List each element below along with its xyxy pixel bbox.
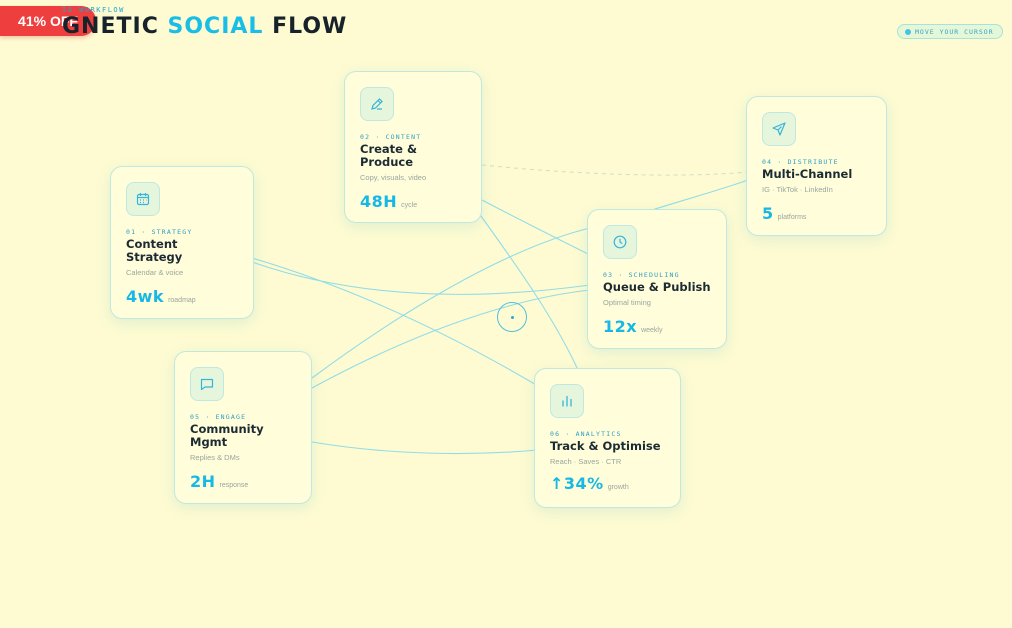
card-title: Track & Optimise <box>550 439 661 453</box>
card-subtitle: IG · TikTok · LinkedIn <box>762 185 833 194</box>
card-engage[interactable]: 05 · ENGAGE Community Mgmt Replies & DMs… <box>174 351 312 504</box>
metric-value: 5 <box>762 204 774 223</box>
page-title: GNETIC SOCIAL FLOW <box>62 14 347 39</box>
card-metric: 4wk roadmap <box>126 287 196 306</box>
card-step: 01 · STRATEGY <box>126 228 193 236</box>
card-step: 06 · ANALYTICS <box>550 430 622 438</box>
card-strategy[interactable]: 01 · STRATEGY Content Strategy Calendar … <box>110 166 254 319</box>
link-engage-scheduling <box>311 227 591 379</box>
metric-value: ↑34% <box>550 474 604 493</box>
metric-unit: roadmap <box>168 297 196 304</box>
card-metric: 2H response <box>190 472 248 491</box>
cursor-follower <box>497 302 527 332</box>
card-subtitle: Reach · Saves · CTR <box>550 457 622 466</box>
card-metric: ↑34% growth <box>550 474 629 493</box>
metric-value: 12x <box>603 317 638 336</box>
metric-unit: response <box>219 482 249 489</box>
title-part-2: FLOW <box>263 14 348 39</box>
title-accent: SOCIAL <box>167 14 264 39</box>
metric-value: 48H <box>360 192 398 211</box>
link-strategy-scheduling <box>251 261 591 295</box>
page-kicker: IA WORKFLOW <box>62 6 125 14</box>
metric-unit: growth <box>607 484 629 491</box>
card-step: 02 · CONTENT <box>360 133 422 141</box>
link-content-analytics <box>477 211 579 371</box>
card-step: 05 · ENGAGE <box>190 413 247 421</box>
metric-unit: cycle <box>401 202 418 209</box>
metric-value: 2H <box>190 472 216 491</box>
link-content-scheduling <box>481 199 591 256</box>
card-step: 04 · DISTRIBUTE <box>762 158 839 166</box>
metric-unit: platforms <box>777 214 807 221</box>
cursor-hint-label: MOVE YOUR CURSOR <box>915 27 994 36</box>
card-subtitle: Calendar & voice <box>126 268 184 277</box>
title-part-1: GNETIC <box>62 14 168 39</box>
card-analytics[interactable]: 06 · ANALYTICS Track & Optimise Reach · … <box>534 368 681 508</box>
cursor-dot <box>510 315 514 319</box>
card-subtitle: Copy, visuals, video <box>360 173 427 182</box>
metric-value: 4wk <box>126 287 165 306</box>
card-step: 03 · SCHEDULING <box>603 271 680 279</box>
card-title: Community Mgmt <box>190 422 264 449</box>
card-metric: 48H cycle <box>360 192 417 211</box>
card-metric: 12x weekly <box>603 317 663 336</box>
calendar-icon <box>126 182 160 216</box>
pencil-icon <box>360 87 394 121</box>
card-scheduling[interactable]: 03 · SCHEDULING Queue & Publish Optimal … <box>587 209 727 349</box>
card-title: Multi-Channel <box>762 167 853 181</box>
link-content-distribute-dashed <box>481 164 749 176</box>
card-subtitle: Replies & DMs <box>190 453 240 462</box>
metric-unit: weekly <box>641 327 663 334</box>
card-title: Content Strategy <box>126 237 183 264</box>
link-strategy-analytics <box>251 257 539 387</box>
send-icon <box>762 112 796 146</box>
card-title: Create & Produce <box>360 142 418 169</box>
card-distribute[interactable]: 04 · DISTRIBUTE Multi-Channel IG · TikTo… <box>746 96 887 236</box>
card-content[interactable]: 02 · CONTENT Create & Produce Copy, visu… <box>344 71 482 223</box>
cursor-hint-pill: MOVE YOUR CURSOR <box>897 24 1003 39</box>
card-metric: 5 platforms <box>762 204 806 223</box>
discount-badge[interactable]: 41% OFF <box>0 6 96 36</box>
clock-icon <box>603 225 637 259</box>
card-title: Queue & Publish <box>603 280 711 294</box>
card-subtitle: Optimal timing <box>603 298 651 307</box>
link-scheduling-distribute <box>651 179 749 211</box>
hint-dot-icon <box>905 28 911 35</box>
chat-bubble-icon <box>190 367 224 401</box>
link-engage-scheduling-2 <box>311 289 591 389</box>
bar-chart-icon <box>550 384 584 418</box>
link-engage-analytics <box>311 441 539 455</box>
